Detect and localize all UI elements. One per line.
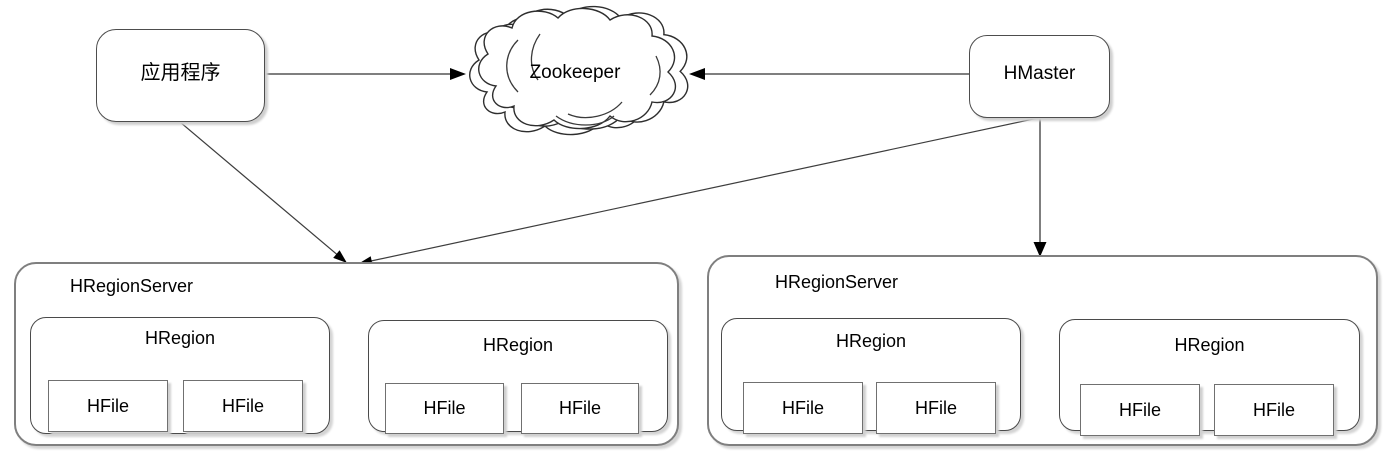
hfile-label: HFile: [914, 397, 957, 418]
arrow-hmaster-to-regionserver-2: [1033, 118, 1047, 257]
application-label: 应用程序: [140, 62, 221, 84]
regionserver-1-region-1: HRegion HFile HFile: [30, 317, 330, 434]
hfile-box: HFile: [876, 382, 996, 434]
application-node: 应用程序: [96, 29, 265, 122]
hfile-box: HFile: [743, 382, 863, 434]
regionserver-1-label: HRegionServer: [70, 276, 194, 296]
hfile-label: HFile: [1252, 399, 1295, 420]
hfile-label: HFile: [86, 395, 129, 416]
regionserver-2-label: HRegionServer: [775, 272, 899, 292]
zookeeper-label: Zookeeper: [529, 62, 621, 83]
arrow-hmaster-to-regionserver-1: [358, 117, 1039, 266]
hfile-label: HFile: [221, 395, 264, 416]
arrow-application-to-zookeeper: [265, 68, 466, 80]
region-label: HRegion: [1174, 335, 1245, 355]
hfile-box: HFile: [183, 380, 303, 432]
hfile-label: HFile: [558, 398, 601, 418]
regionserver-2-region-1: HRegion HFile HFile: [721, 318, 1021, 434]
hfile-label: HFile: [1118, 399, 1161, 420]
hfile-box: HFile: [48, 380, 168, 432]
arrow-application-to-regionserver-1: [179, 121, 347, 263]
arrowhead: [689, 68, 705, 80]
hfile-box: HFile: [1214, 384, 1334, 436]
hfile-box: HFile: [385, 383, 504, 434]
hmaster-label: HMaster: [1003, 63, 1076, 84]
hfile-box: HFile: [1080, 384, 1200, 436]
arrowhead: [450, 68, 466, 80]
regionserver-1: HRegionServer HRegion HFile HFile HRegio…: [14, 262, 679, 446]
regionserver-2: HRegionServer HRegion HFile HFile HRegio…: [707, 255, 1378, 446]
arrow-hmaster-to-zookeeper: [689, 68, 969, 80]
hmaster-node: HMaster: [969, 35, 1110, 118]
region-label: HRegion: [144, 328, 216, 348]
hfile-label: HFile: [781, 397, 824, 418]
region-label: HRegion: [835, 331, 907, 351]
hfile-label: HFile: [423, 398, 466, 418]
region-label: HRegion: [482, 335, 554, 355]
hfile-box: HFile: [521, 383, 639, 434]
regionserver-1-region-2: HRegion HFile HFile: [368, 320, 668, 434]
regionserver-2-region-2: HRegion HFile HFile: [1059, 319, 1360, 436]
